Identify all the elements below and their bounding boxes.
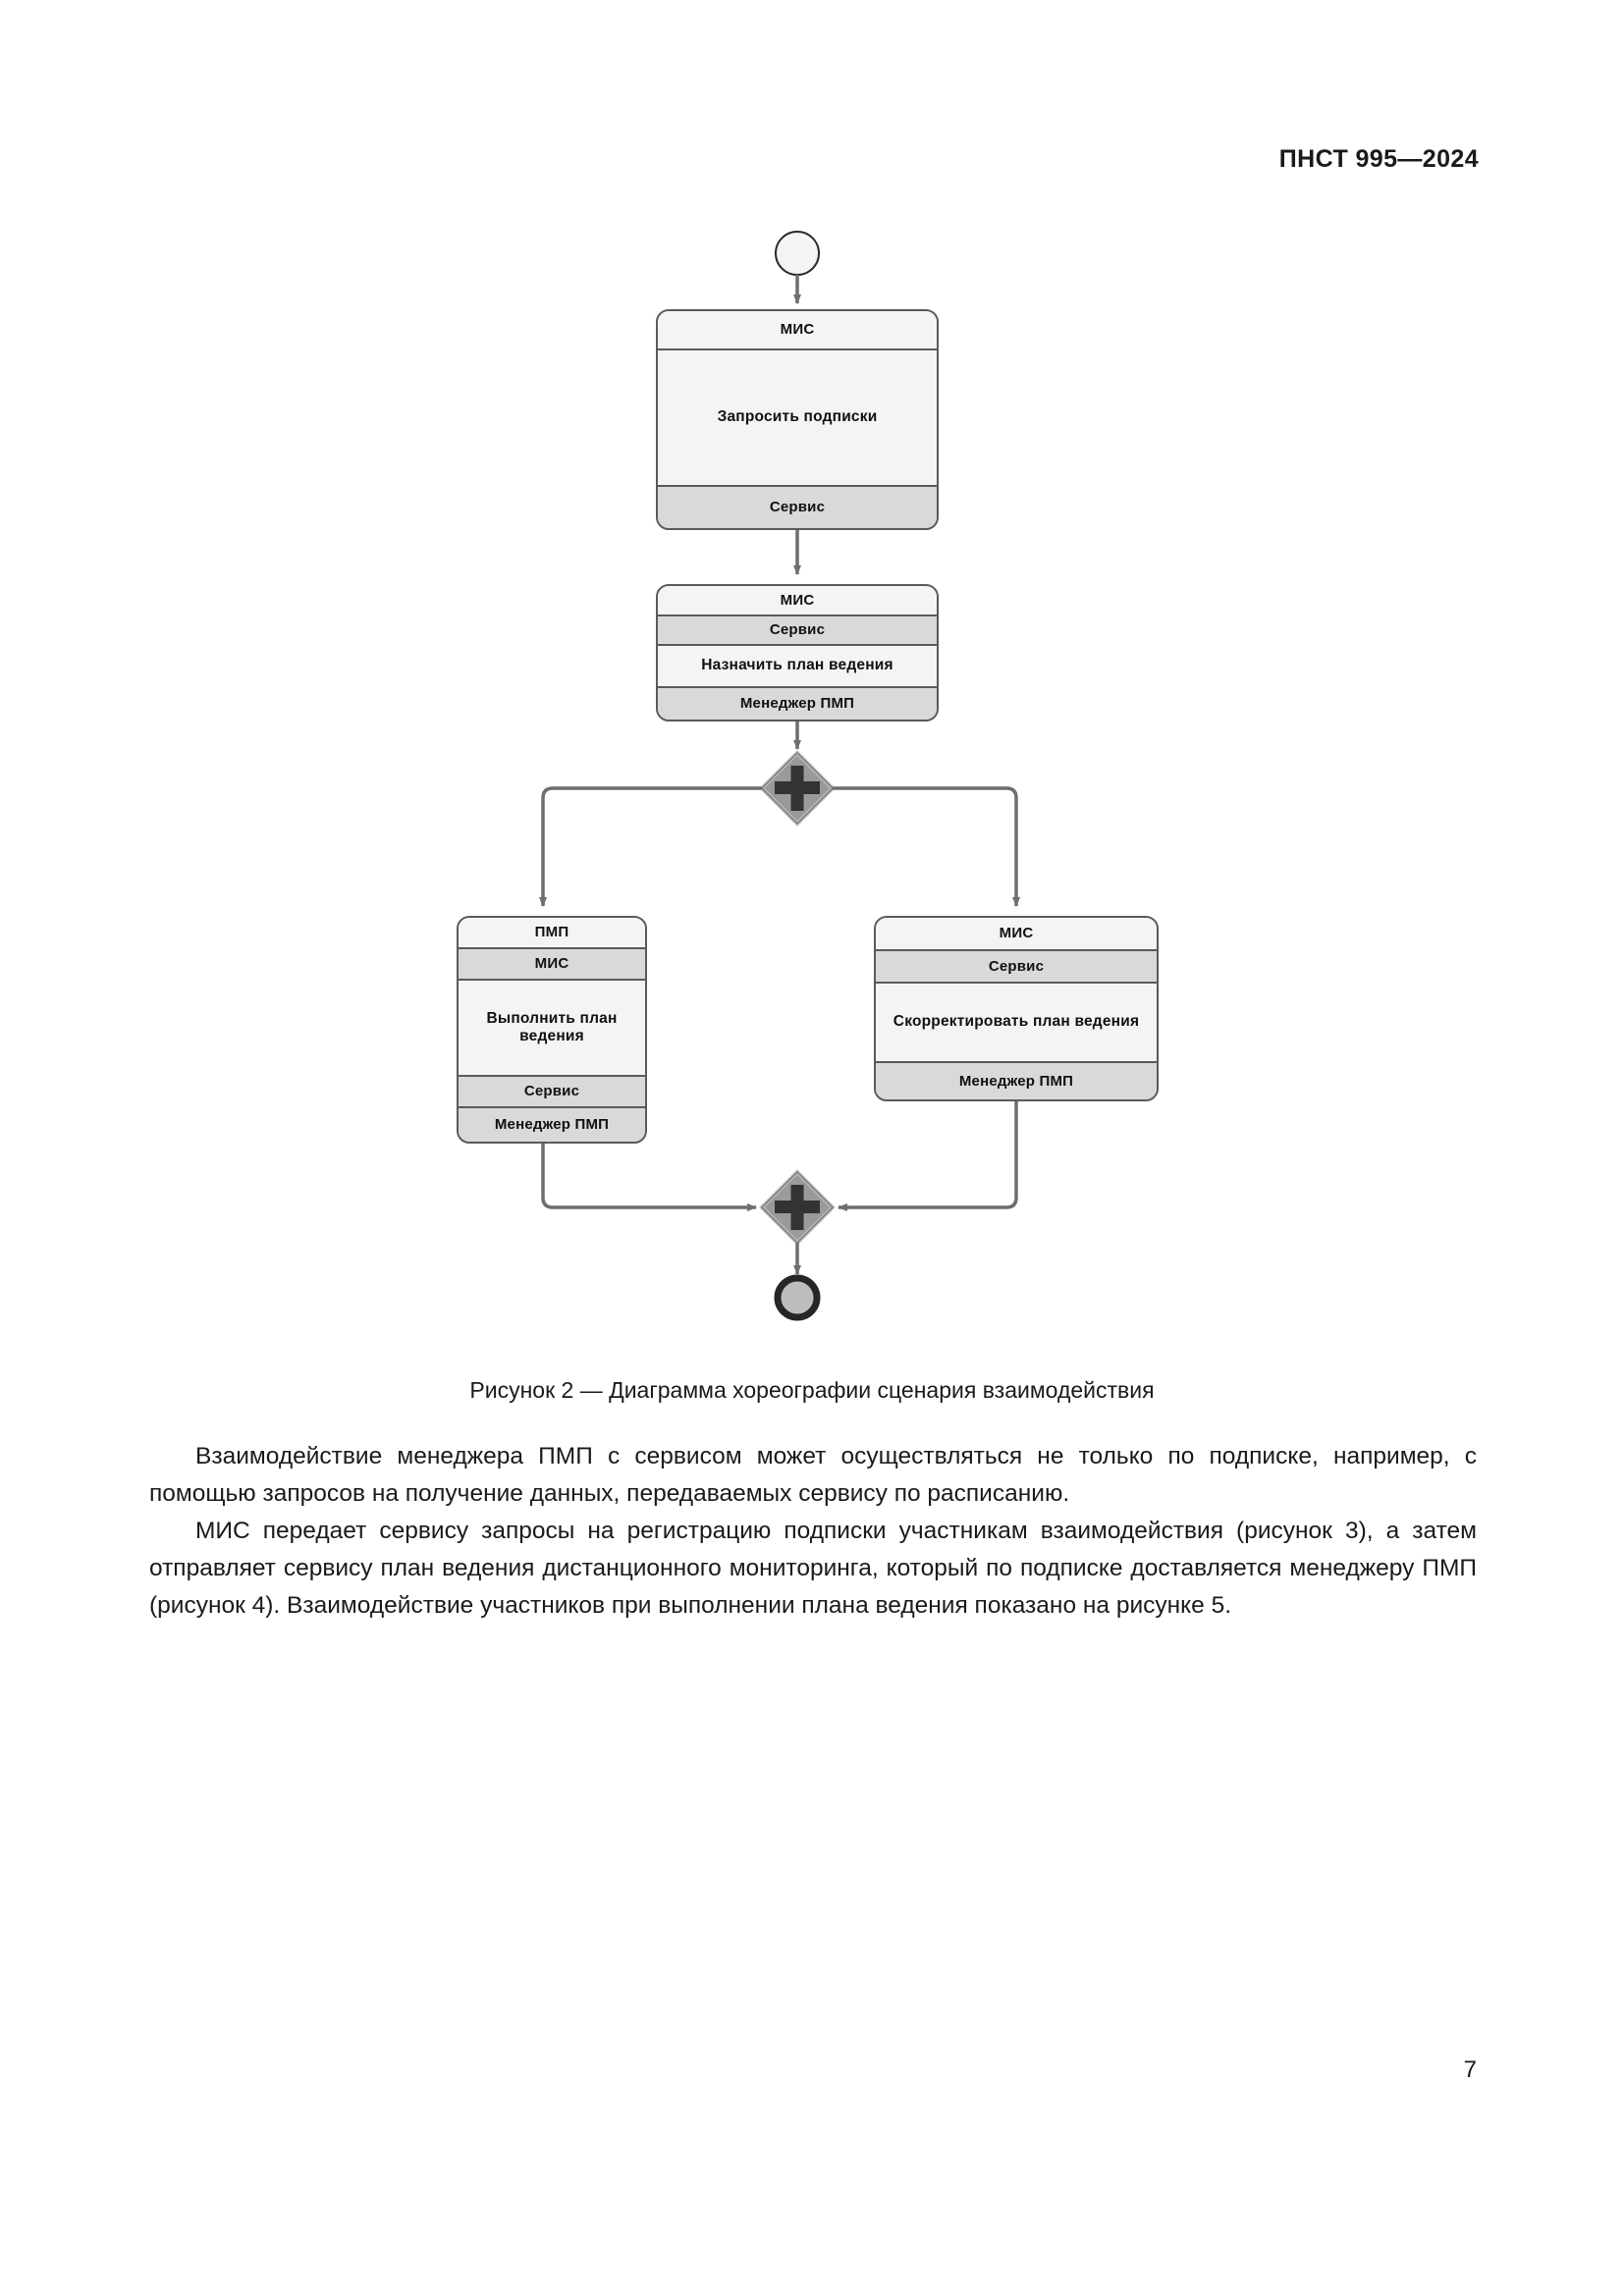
diagram-canvas <box>539 231 1020 1321</box>
band-task-name: Запросить подписки <box>658 350 937 487</box>
band-participant-bottom: Менеджер ПМП <box>459 1108 645 1142</box>
gateway-parallel-join-icon <box>759 1169 836 1246</box>
page-number: 7 <box>1463 2056 1477 2083</box>
band-participant-second: МИС <box>459 949 645 981</box>
flow-split-to-adjust <box>833 786 1020 907</box>
band-participant-bottom: Менеджер ПМП <box>658 688 937 720</box>
choreography-task-assign-care-plan[interactable]: МИС Сервис Назначить план ведения Менедж… <box>656 584 939 721</box>
band-task-name: Назначить план ведения <box>658 646 937 688</box>
band-task-name: Скорректировать план ведения <box>876 984 1157 1063</box>
paragraph-2: МИС передает сервису запросы на регистра… <box>149 1518 1477 1619</box>
band-participant-fourth: Сервис <box>459 1077 645 1108</box>
band-participant-bottom: Сервис <box>658 487 937 528</box>
band-participant-second: Сервис <box>876 951 1157 984</box>
flow-execute-to-join <box>541 1144 757 1211</box>
band-participant-top: МИС <box>658 311 937 350</box>
choreography-task-adjust-care-plan[interactable]: МИС Сервис Скорректировать план ведения … <box>874 916 1159 1101</box>
flow-adjust-to-join <box>838 1101 1018 1211</box>
band-participant-top: МИС <box>658 586 937 616</box>
choreography-task-execute-care-plan[interactable]: ПМП МИС Выполнить план ведения Сервис Ме… <box>457 916 647 1144</box>
band-participant-bottom: Менеджер ПМП <box>876 1063 1157 1099</box>
body-text: Взаимодействие менеджера ПМП с сервисом … <box>149 1438 1477 1625</box>
page-header-standard-number: ПНСТ 995—2024 <box>1278 145 1479 173</box>
gateway-parallel-split-icon <box>759 750 836 827</box>
band-participant-top: ПМП <box>459 918 645 949</box>
band-task-name: Выполнить план ведения <box>459 981 645 1077</box>
start-event-icon <box>775 231 820 276</box>
paragraph-1: Взаимодействие менеджера ПМП с сервисом … <box>149 1443 1477 1507</box>
end-event-icon <box>774 1274 821 1321</box>
figure-caption: Рисунок 2 — Диаграмма хореографии сценар… <box>469 1377 1155 1403</box>
flow-split-to-execute <box>539 786 762 907</box>
band-participant-second: Сервис <box>658 616 937 646</box>
choreography-task-request-subscriptions[interactable]: МИС Запросить подписки Сервис <box>656 309 939 530</box>
figure-choreography-diagram: МИС Запросить подписки Сервис МИС Сервис… <box>0 206 1624 1364</box>
band-participant-top: МИС <box>876 918 1157 951</box>
